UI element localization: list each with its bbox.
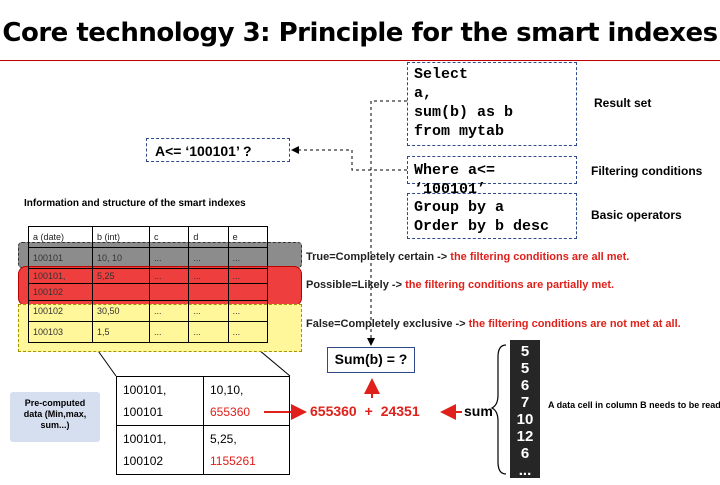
table-row: 100101, 100102 5,25, 1155261 xyxy=(116,425,290,475)
table-row: 100101, 5,25 ... ... ... xyxy=(28,268,269,284)
table-cell: 10, 10 xyxy=(92,247,150,269)
column-header: c xyxy=(148,226,190,248)
cell-line: 100102 xyxy=(123,454,164,468)
column-header: e xyxy=(227,226,269,248)
sql-line: a, xyxy=(414,85,433,102)
sum-expression: 655360 + 24351 xyxy=(310,403,420,419)
precomputed-label: Pre-computed data (Min,max, sum...) xyxy=(10,392,100,442)
table-header-row: a (date) b (int) c d e xyxy=(28,226,269,248)
table-row: 100102 30,50 ... ... ... xyxy=(28,300,269,322)
outcome-highlight: the filtering conditions are not met at … xyxy=(468,318,681,330)
index-table: a (date) b (int) c d e 100101 10, 10 ...… xyxy=(28,226,269,343)
table-cell: ... xyxy=(148,268,190,284)
table-cell: ... xyxy=(148,247,190,269)
sql-line: Group by a xyxy=(414,199,505,216)
table-cell: 100102 xyxy=(28,283,93,301)
table-cell: ... xyxy=(227,321,269,343)
table-row: 100103 1,5 ... ... ... xyxy=(28,321,269,343)
column-value: 5 xyxy=(520,343,530,360)
table-cell: ... xyxy=(227,268,269,284)
outcome-prefix: True=Completely certain -> xyxy=(306,251,451,263)
table-cell xyxy=(92,283,150,301)
column-value: 10 xyxy=(516,411,534,428)
table-cell: 100101, 100102 xyxy=(116,425,204,475)
index-section-title: Information and structure of the smart i… xyxy=(24,198,246,209)
table-cell: ... xyxy=(188,321,229,343)
table-cell xyxy=(148,283,190,301)
column-value: ... xyxy=(518,462,532,479)
column-brace xyxy=(490,344,507,475)
outcome-prefix: False=Completely exclusive -> xyxy=(306,318,469,330)
select-clause-box: Select a, sum(b) as b from mytab xyxy=(407,62,577,146)
sum-box: Sum(b) = ? xyxy=(327,347,415,373)
table-row: 100102 xyxy=(28,283,269,301)
column-header: a (date) xyxy=(28,226,93,248)
sum-word: sum xyxy=(464,403,493,419)
column-value: 5 xyxy=(520,360,530,377)
column-value: 6 xyxy=(520,377,530,394)
sum-left-value: 655360 xyxy=(310,403,357,419)
outcome-highlight: the filtering conditions are partially m… xyxy=(405,279,615,291)
cell-line: 100101, xyxy=(123,432,167,446)
sql-line: sum(b) as b xyxy=(414,104,514,121)
sum-right-value: 24351 xyxy=(380,403,420,419)
cell-line: 655360 xyxy=(210,405,251,419)
sum-operator: + xyxy=(364,403,373,419)
table-row: 100101, 100101 10,10, 655360 xyxy=(116,376,290,426)
outcome-highlight: the filtering conditions are all met. xyxy=(450,251,630,263)
table-cell: ... xyxy=(227,300,269,322)
condition-box: A<= ‘100101’ ? xyxy=(146,138,290,162)
table-cell: ... xyxy=(188,268,229,284)
table-cell: 1,5 xyxy=(92,321,150,343)
outcome-false: False=Completely exclusive -> the filter… xyxy=(306,318,681,330)
result-set-label: Result set xyxy=(594,96,652,110)
table-cell: ... xyxy=(148,321,190,343)
table-cell: 30,50 xyxy=(92,300,150,322)
cell-note: A data cell in column B needs to be read xyxy=(548,400,720,410)
cell-line: 5,25, xyxy=(210,432,237,446)
table-cell: 100103 xyxy=(28,321,93,343)
outcome-prefix: Possible=Likely -> xyxy=(306,279,406,291)
where-to-condition-arrow xyxy=(291,146,407,171)
outcome-true: True=Completely certain -> the filtering… xyxy=(306,251,629,263)
column-value: 6 xyxy=(520,445,530,462)
basic-operators-label: Basic operators xyxy=(591,208,682,222)
outcome-possible: Possible=Likely -> the filtering conditi… xyxy=(306,279,614,291)
table-cell: ... xyxy=(227,247,269,269)
cell-line: 100101, xyxy=(123,383,167,397)
table-cell: 100101, xyxy=(28,268,93,284)
table-cell: ... xyxy=(148,300,190,322)
cell-line: 1155261 xyxy=(210,454,256,468)
select-to-sum-connector xyxy=(367,100,407,346)
title-divider xyxy=(0,60,720,61)
filtering-conditions-label: Filtering conditions xyxy=(591,164,703,178)
group-clause-box: Group by a Order by b desc xyxy=(407,193,577,239)
column-header: d xyxy=(188,226,229,248)
table-cell xyxy=(188,283,229,301)
sql-line: Order by b desc xyxy=(414,218,550,235)
table-cell xyxy=(227,283,269,301)
sql-line: Select xyxy=(414,66,469,83)
column-header: b (int) xyxy=(92,226,150,248)
where-clause-box: Where a<= ‘100101’ xyxy=(407,156,577,198)
column-value: 12 xyxy=(516,428,534,445)
page-title: Core technology 3: Principle for the sma… xyxy=(2,18,718,48)
table-cell: 5,25 xyxy=(92,268,150,284)
table-cell: 100102 xyxy=(28,300,93,322)
table-cell: 100101 xyxy=(28,247,93,269)
table-row: 100101 10, 10 ... ... ... xyxy=(28,247,269,269)
column-value: 7 xyxy=(520,394,530,411)
precomputed-table: 100101, 100101 10,10, 655360 100101, 100… xyxy=(116,376,290,475)
table-cell: 5,25, 1155261 xyxy=(203,425,290,475)
column-b-values: 5 5 6 7 10 12 6 ... xyxy=(510,340,540,479)
table-cell: 100101, 100101 xyxy=(116,376,204,426)
table-cell: 10,10, 655360 xyxy=(203,376,290,426)
cell-line: 10,10, xyxy=(210,383,244,397)
sql-line: from mytab xyxy=(414,123,505,140)
table-cell: ... xyxy=(188,247,229,269)
table-cell: ... xyxy=(188,300,229,322)
cell-line: 100101 xyxy=(123,405,164,419)
